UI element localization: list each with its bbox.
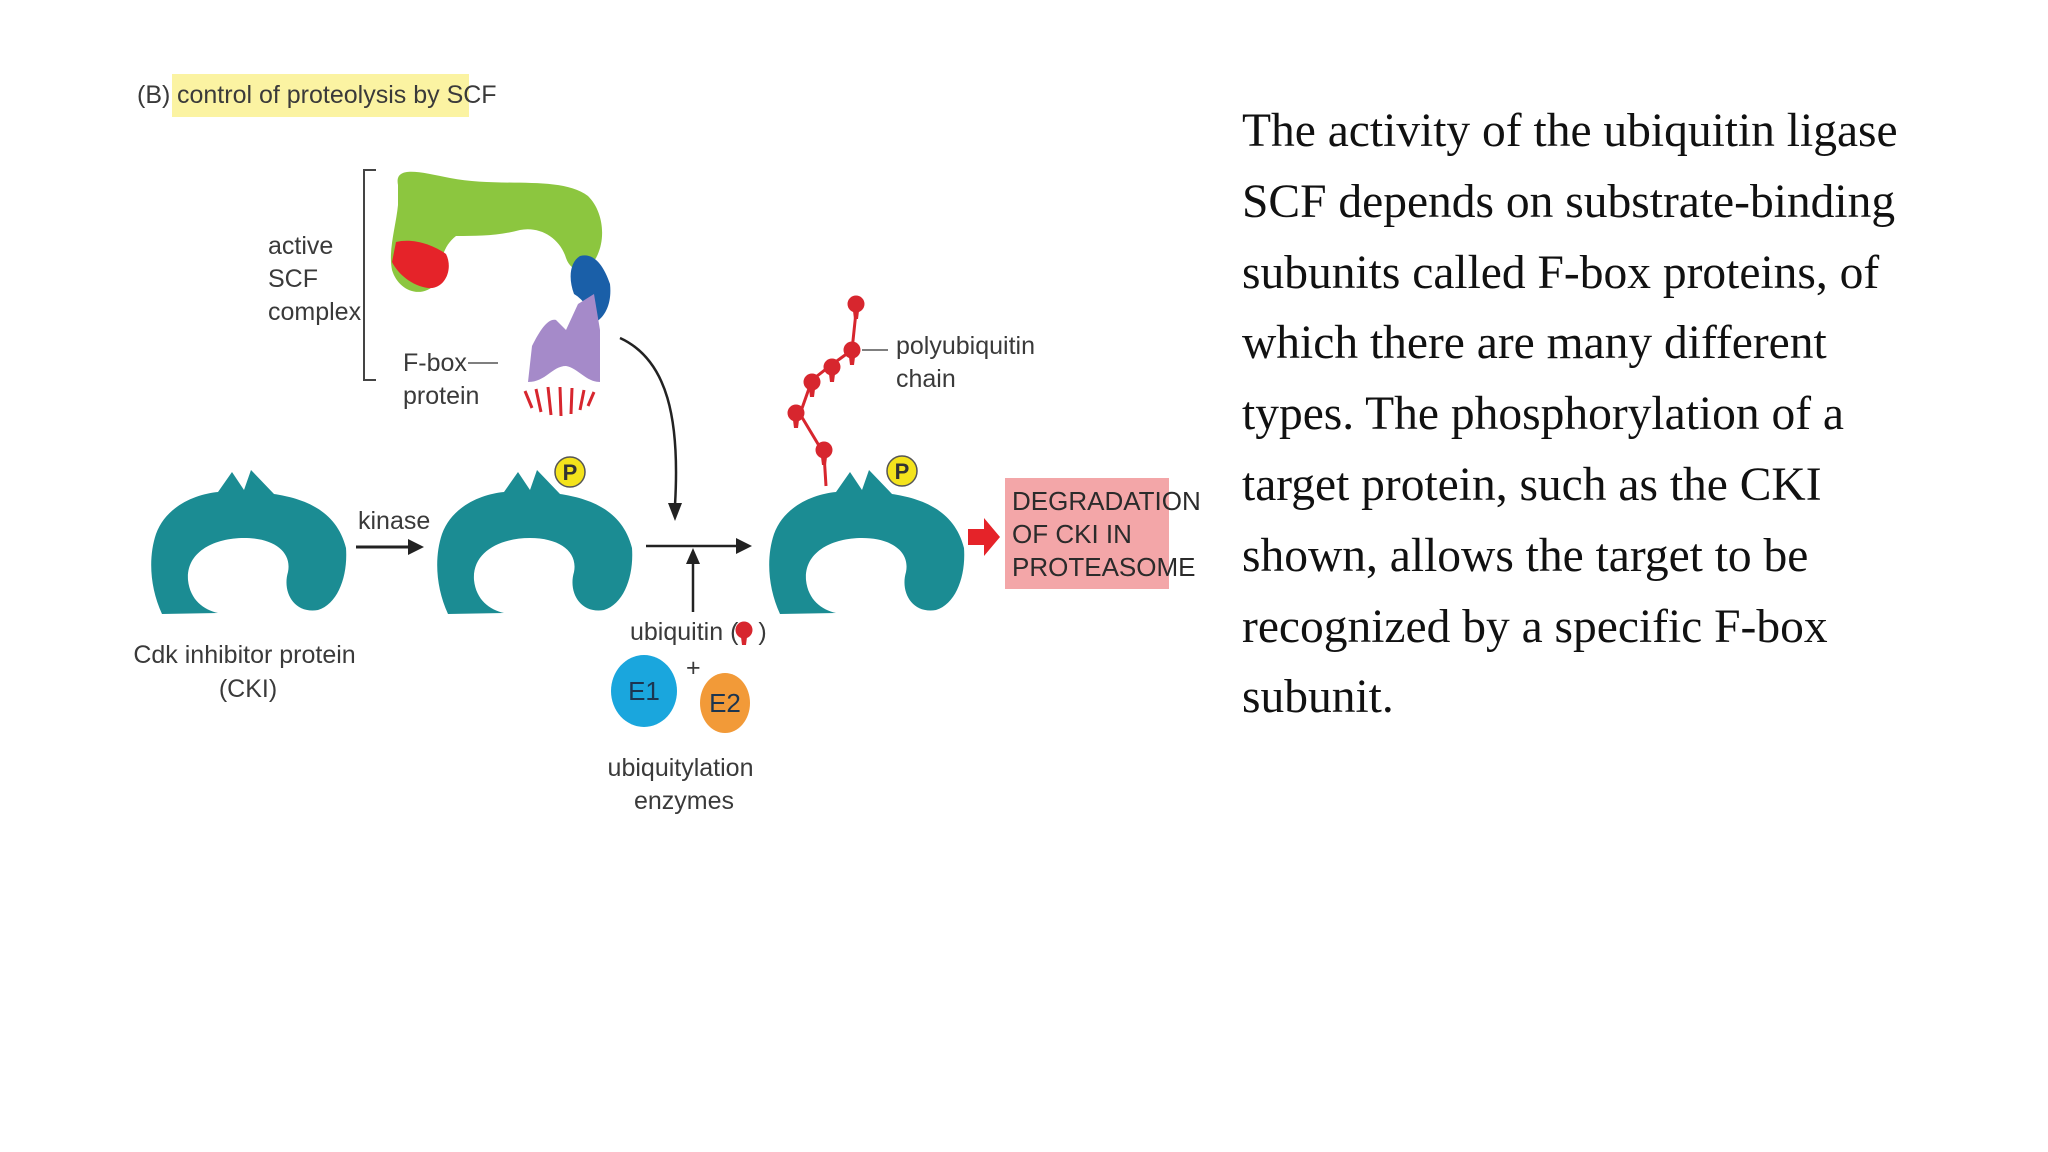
plus-sign: + bbox=[686, 654, 701, 682]
scf-complex bbox=[391, 172, 610, 416]
phosphate-badge: P bbox=[555, 457, 585, 487]
svg-text:E2: E2 bbox=[709, 688, 741, 718]
phosphate-badge-2: P bbox=[887, 456, 917, 486]
fbox-label: F-box protein bbox=[403, 349, 479, 410]
fbox-binding-site bbox=[525, 387, 594, 416]
caption-line: types. The phosphorylation of a bbox=[1242, 379, 2002, 450]
caption-line: target protein, such as the CKI bbox=[1242, 450, 2002, 521]
ubiquitin-bead bbox=[848, 296, 865, 320]
e1-enzyme: E1 bbox=[611, 655, 677, 727]
degradation-label: DEGRADATION OF CKI IN PROTEASOME bbox=[1012, 486, 1208, 582]
polyubiquitin-chain bbox=[788, 296, 865, 487]
e2-enzyme: E2 bbox=[700, 673, 750, 733]
scf-label: active SCF complex bbox=[268, 232, 362, 326]
cki-protein-phosphorylated bbox=[437, 470, 632, 614]
cki-label: Cdk inhibitor protein (CKI) bbox=[133, 641, 362, 703]
scf-bracket bbox=[364, 170, 376, 380]
panel-title: control of proteolysis by SCF bbox=[177, 81, 497, 109]
fbox-protein-shape bbox=[528, 294, 600, 382]
cki-protein-unphosphorylated bbox=[151, 470, 346, 614]
ubiquitin-bead bbox=[788, 405, 805, 429]
kinase-arrowhead bbox=[408, 539, 424, 555]
polyubiquitin-label: polyubiquitin chain bbox=[896, 332, 1042, 393]
caption-line: subunit. bbox=[1242, 662, 2002, 733]
cki-protein-ubiquitylated bbox=[769, 470, 964, 614]
svg-text:E1: E1 bbox=[628, 676, 660, 706]
reaction-arrowhead bbox=[736, 538, 752, 554]
enzymes-label: ubiquitylation enzymes bbox=[608, 754, 761, 815]
kinase-label: kinase bbox=[358, 507, 430, 535]
panel-letter: (B) bbox=[137, 81, 170, 109]
ubiquitin-bead bbox=[844, 342, 861, 366]
degradation-arrow bbox=[968, 518, 1000, 556]
svg-text:P: P bbox=[563, 460, 578, 485]
caption-line: subunits called F-box proteins, of bbox=[1242, 238, 2002, 309]
ubiquitin-input-arrowhead bbox=[686, 548, 700, 564]
svg-text:P: P bbox=[895, 459, 910, 484]
ubiquitin-bead bbox=[824, 359, 841, 383]
ubiquitin-bead bbox=[816, 442, 833, 466]
caption-line: The activity of the ubiquitin ligase bbox=[1242, 96, 2002, 167]
caption-line: SCF depends on substrate-binding bbox=[1242, 167, 2002, 238]
caption-text: The activity of the ubiquitin ligase SCF… bbox=[1242, 96, 2002, 733]
caption-line: which there are many different bbox=[1242, 308, 2002, 379]
scf-curved-arrow bbox=[620, 338, 676, 505]
caption-line: recognized by a specific F-box bbox=[1242, 592, 2002, 663]
scf-curved-arrowhead bbox=[668, 503, 682, 521]
caption-line: shown, allows the target to be bbox=[1242, 521, 2002, 592]
